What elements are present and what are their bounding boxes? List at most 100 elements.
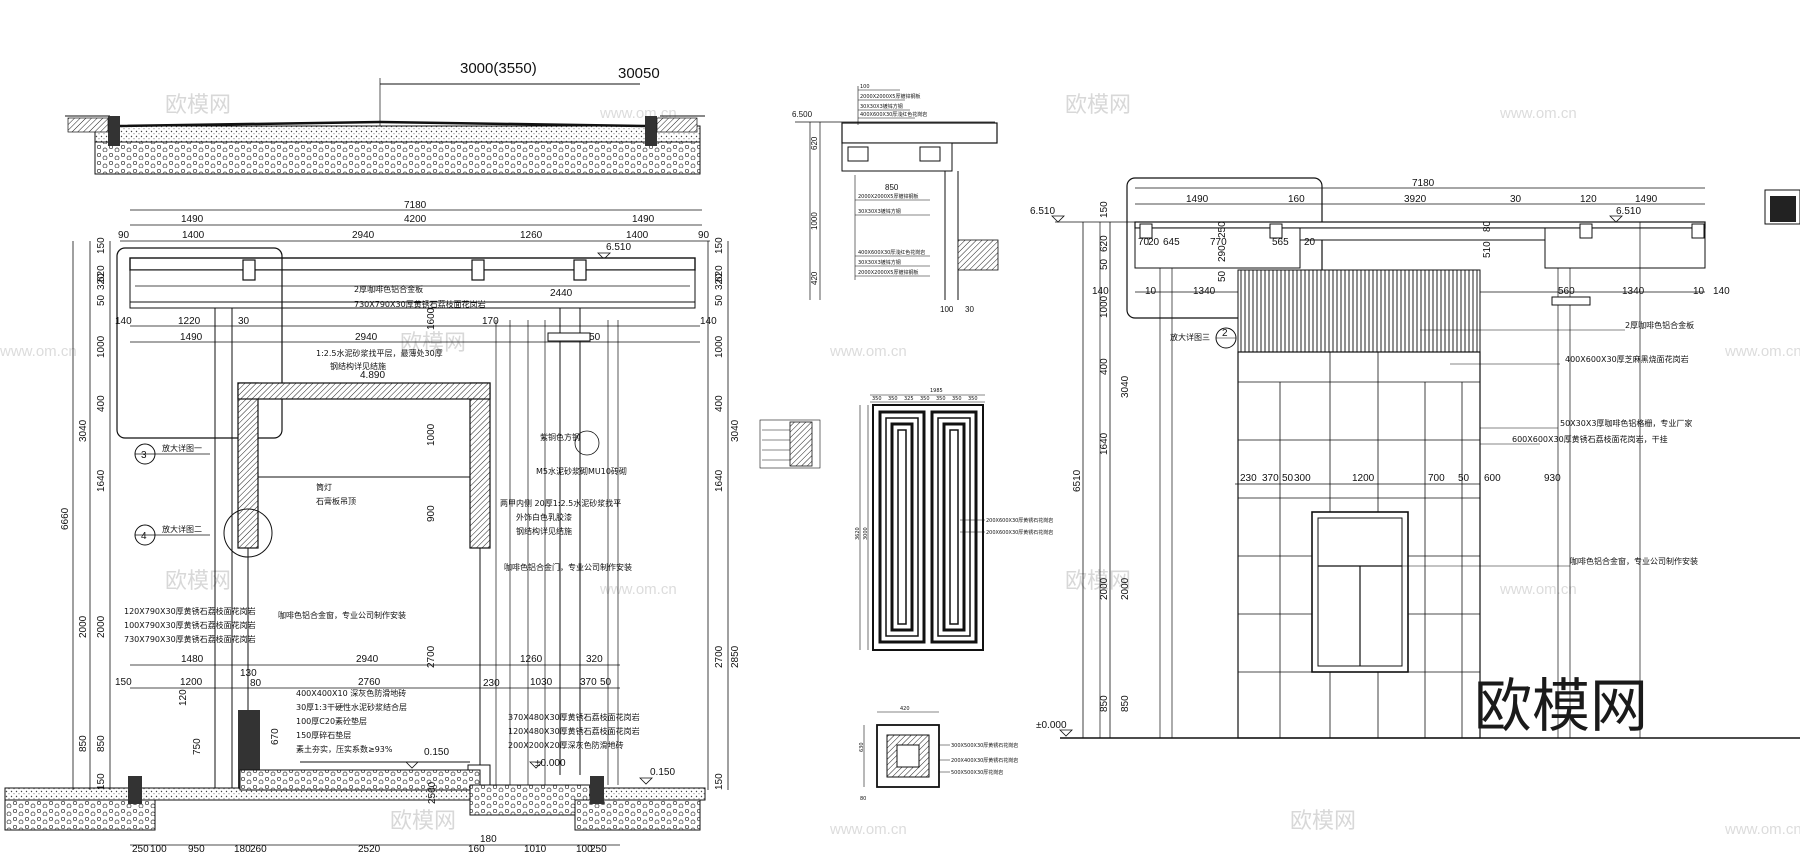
- drawing-label: 120X480X30厚黄锈石荔枝面花岗岩: [508, 726, 640, 736]
- drawing-rect: [1579, 223, 1593, 239]
- drawing-label: 石膏板吊顶: [316, 496, 356, 506]
- left-elevation: 7180 1490 4200 1490 90 1400 2940 1260 14…: [4, 200, 741, 855]
- drawing-rect: [656, 117, 698, 133]
- drawing-label: 2000X2000X5厚镀锌钢板: [858, 269, 918, 276]
- drawing-label: 4200: [404, 214, 427, 225]
- drawing-rect: [949, 429, 959, 625]
- drawing-label: M5水泥砂浆砌MU10砖砌: [536, 466, 627, 476]
- drawing-label: 两甲内侧 20厚1:2.5水泥砂浆找平: [500, 498, 621, 508]
- drawing-label: 2700: [426, 645, 437, 668]
- watermark-url: www.om.cn: [829, 343, 907, 360]
- watermark-url: www.om.cn: [1724, 821, 1800, 838]
- drawing-rect: [1770, 196, 1796, 222]
- drawing-label: 350: [872, 396, 882, 402]
- drawing-label: 6.510: [1616, 206, 1641, 217]
- drawing-label: 放大详图一: [162, 443, 202, 453]
- drawing-label: 3040: [730, 419, 741, 442]
- drawing-label: 80: [860, 796, 866, 802]
- drawing-rect: [1544, 227, 1706, 269]
- drawing-rect: [1139, 223, 1153, 239]
- drawing-label: 620: [810, 136, 819, 150]
- drawing-label: 140: [115, 316, 132, 327]
- drawing-path: [405, 761, 419, 769]
- drawing-label: 510: [1482, 241, 1493, 258]
- lintel-beam: [237, 382, 491, 400]
- drawing-label: 350: [968, 396, 978, 402]
- drawing-label: 50X30X3厚咖啡色铝格栅，专业厂家: [1560, 418, 1692, 428]
- drawing-label: 150: [1099, 201, 1110, 218]
- drawing-label: 50: [1282, 473, 1294, 484]
- drawing-label: 咖啡色铝合金窗，专业公司制作安装: [1570, 556, 1698, 566]
- drawing-label: 90: [118, 230, 130, 241]
- drawing-path: [1059, 729, 1073, 737]
- drawing-label: 1000: [426, 423, 437, 446]
- dim-7180: 7180: [404, 200, 427, 211]
- detail-callout-box-right: [1126, 177, 1323, 319]
- drawing-label: 1400: [626, 230, 649, 241]
- drawing-label: 80: [250, 678, 262, 689]
- watermarks: 欧模网 www.om.cn 欧模网 www.om.cn www.om.cn 欧模…: [0, 93, 1800, 838]
- drawing-label: ±0.000: [1036, 720, 1067, 731]
- drawing-label: 20: [1304, 237, 1316, 248]
- drawing-label: 850: [78, 735, 89, 752]
- drawing-label: 2440: [550, 288, 573, 299]
- drawing-label: 620: [1099, 235, 1110, 252]
- drawing-rect: [847, 146, 869, 162]
- drawing-label: 1:2.5水泥砂浆找平层，最薄处30厚: [316, 348, 443, 358]
- drawing-label: 6660: [60, 507, 71, 530]
- plan-curb-left: [108, 116, 120, 146]
- drawing-label: 140: [1092, 286, 1109, 297]
- drawing-label: 1000: [810, 212, 819, 230]
- drawing-label: 120: [1580, 194, 1597, 205]
- drawing-rect: [841, 122, 998, 144]
- drawing-label: 3040: [78, 419, 89, 442]
- drawing-path: [1051, 215, 1065, 223]
- drawing-label: 1010: [524, 844, 547, 855]
- drawing-label: 咖啡色铝合金窗，专业公司制作安装: [278, 610, 406, 620]
- drawing-label: 400X400X10 深灰色防滑地砖: [296, 688, 406, 698]
- drawing-label: 950: [188, 844, 205, 855]
- drawing-rect: [878, 410, 926, 644]
- level-4890: 4.890: [360, 370, 385, 381]
- drawing-rect: [897, 429, 907, 625]
- watermark-text: 欧模网: [400, 331, 466, 356]
- drawing-label: 3920: [1404, 194, 1427, 205]
- drawing-label: 2850: [730, 645, 741, 668]
- drawing-path: [529, 761, 543, 769]
- drawing-label: 150: [714, 237, 725, 254]
- drawing-label: 1000: [714, 335, 725, 358]
- drawing-label: 50: [1458, 473, 1470, 484]
- drawing-label: 2500: [427, 781, 438, 804]
- drawing-label: 200X600X30厚黄锈石花岗岩: [986, 517, 1053, 524]
- level-0150: 0.150: [424, 747, 449, 758]
- drawing-label: 2700: [714, 645, 725, 668]
- watermark-text: 欧模网: [165, 93, 231, 118]
- drawing-label: 1490: [1635, 194, 1658, 205]
- drawing-label: 紫铜色方钢: [540, 432, 580, 442]
- plan-slab: [94, 125, 701, 143]
- watermark-url: www.om.cn: [1499, 105, 1577, 122]
- drawing-label: 3620: [855, 527, 861, 540]
- drawing-label: 350: [952, 396, 962, 402]
- detail-top-leaders: 100 2000X2000X5厚镀锌钢板 30X30X3镀锌方钢 400X600…: [854, 84, 930, 280]
- drawing-label: 30X30X3镀锌方钢: [858, 208, 901, 215]
- drawing-path: [1609, 215, 1623, 223]
- detail-column-plan: 630 420 80 300X500X30厚黄锈石花岗岩 200X400X30厚…: [859, 706, 1018, 802]
- drawing-label: 300: [1294, 473, 1311, 484]
- drawing-label: 1640: [96, 469, 107, 492]
- drawing-label: 2940: [356, 654, 379, 665]
- drawing-label: 320: [96, 273, 107, 290]
- drawing-label: 230: [1240, 473, 1257, 484]
- drawing-label: 560: [1558, 286, 1575, 297]
- drawing-label: 钢结构详见结施: [330, 361, 386, 371]
- drawing-rect: [128, 776, 142, 804]
- drawing-rect: [67, 117, 109, 133]
- drawing-label: 1260: [520, 654, 543, 665]
- drawing-label: 2000: [1120, 577, 1131, 600]
- drawing-label: 250: [1217, 221, 1228, 238]
- drawing-label: 30: [965, 305, 974, 314]
- drawing-label: 1200: [1352, 473, 1375, 484]
- drawing-label: 咖啡色铝合金门，专业公司制作安装: [504, 562, 632, 572]
- drawing-label: 100: [940, 305, 954, 314]
